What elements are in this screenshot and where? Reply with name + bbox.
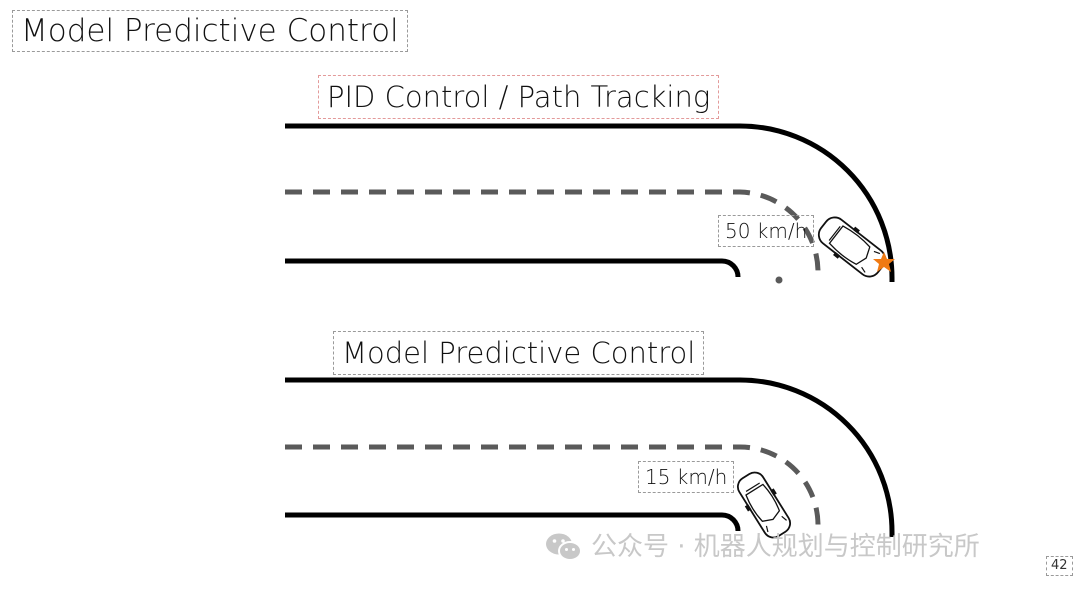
mpc-car — [736, 471, 792, 539]
pid-centerline-dot — [775, 276, 783, 284]
collision-star-icon — [873, 252, 895, 272]
pid-inner-road-edge — [285, 258, 741, 278]
pid-speed-label: 50 km/h — [718, 215, 815, 247]
pid-panel-label: PID Control / Path Tracking — [318, 75, 720, 119]
pid-outer-road-edge — [285, 123, 895, 282]
mpc-centerline — [285, 444, 821, 532]
pid-scenario — [285, 123, 895, 284]
page-number: 42 — [1046, 556, 1073, 576]
mpc-panel-label: Model Predictive Control — [333, 331, 705, 375]
watermark: 公众号 · 机器人规划与控制研究所 — [545, 528, 980, 566]
mpc-inner-road-edge — [285, 512, 741, 532]
slide-title: Model Predictive Control — [12, 10, 408, 52]
mpc-speed-label: 15 km/h — [638, 461, 735, 493]
pid-centerline — [285, 189, 821, 273]
mpc-outer-road-edge — [285, 377, 895, 537]
pid-car — [817, 216, 887, 278]
watermark-text: 公众号 · 机器人规划与控制研究所 — [591, 532, 980, 562]
mpc-scenario — [285, 377, 895, 539]
wechat-icon — [546, 533, 582, 561]
